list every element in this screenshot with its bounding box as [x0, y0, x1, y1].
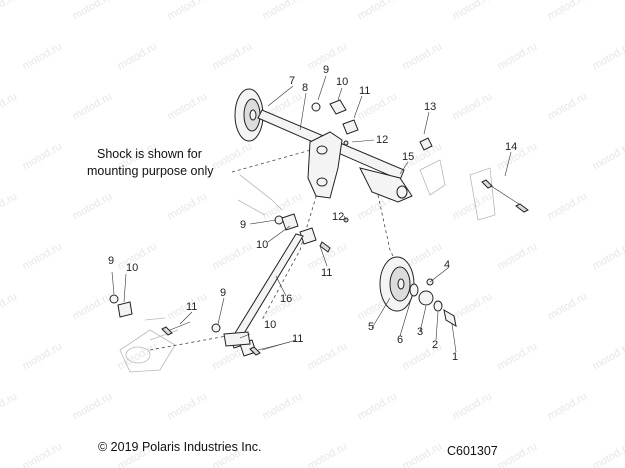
watermark-text: motod.ru	[306, 340, 350, 372]
watermark-text: motod.ru	[451, 290, 495, 322]
watermark-text: motod.ru	[496, 240, 540, 272]
watermark-text: motod.ru	[71, 0, 115, 23]
watermark-text: motod.ru	[71, 290, 115, 322]
callout-11b: 11	[321, 267, 332, 279]
watermark-text: motod.ru	[166, 190, 210, 222]
watermark-text: motod.ru	[71, 190, 115, 222]
bolts	[161, 137, 529, 356]
callout-10d: 10	[264, 319, 276, 331]
watermark-text: motod.ru	[21, 440, 65, 468]
watermark-text: motod.ru	[71, 90, 115, 122]
watermark-text: motod.ru	[211, 40, 255, 72]
callout-9c: 9	[108, 255, 114, 267]
watermark-text: motod.ru	[211, 140, 255, 172]
watermark-text: motod.ru	[451, 0, 495, 23]
callout-9: 9	[323, 64, 329, 76]
copyright-text: © 2019 Polaris Industries Inc.	[98, 440, 261, 454]
callout-3: 3	[417, 326, 423, 338]
watermark-text: motod.ru	[546, 90, 590, 122]
watermark-text: motod.ru	[356, 0, 400, 23]
callout-11: 11	[359, 85, 370, 97]
wheel-hardware	[409, 278, 457, 328]
link-arm-16	[223, 233, 304, 347]
carrier-bracket-15	[307, 131, 413, 203]
watermark-text: motod.ru	[211, 240, 255, 272]
shock-note: Shock is shown for mounting purpose only	[87, 147, 214, 178]
callout-14: 14	[505, 141, 517, 153]
callout-6: 6	[397, 334, 403, 346]
watermark-text: motod.ru	[21, 340, 65, 372]
watermark-text: motod.ru	[546, 390, 590, 422]
callout-4: 4	[444, 259, 450, 271]
callout-1: 1	[452, 351, 458, 363]
callout-2: 2	[432, 339, 438, 351]
watermark-text: motod.ru	[261, 0, 305, 23]
watermark-text: motod.ru	[21, 240, 65, 272]
callout-11c: 11	[186, 301, 197, 313]
callout-9b: 9	[240, 219, 246, 231]
watermark-text: motod.ru	[356, 390, 400, 422]
callout-10b: 10	[256, 239, 268, 251]
watermark-text: motod.ru	[0, 390, 19, 422]
watermark-text: motod.ru	[0, 290, 19, 322]
watermark-text: motod.ru	[496, 140, 540, 172]
callout-13: 13	[424, 101, 436, 113]
watermark-text: motod.ru	[21, 40, 65, 72]
watermark-text: motod.ru	[0, 190, 19, 222]
callout-8: 8	[302, 82, 308, 94]
watermark-text: motod.ru	[166, 0, 210, 23]
callout-10: 10	[336, 76, 348, 88]
watermark-text: motod.ru	[451, 190, 495, 222]
watermark-text: motod.ru	[451, 90, 495, 122]
watermark-text: motod.ru	[546, 290, 590, 322]
watermark-text: motod.ru	[0, 90, 19, 122]
callout-11d: 11	[292, 333, 303, 345]
watermark-text: motod.ru	[401, 40, 445, 72]
leader-lines	[111, 75, 512, 353]
watermark-text: motod.ru	[166, 390, 210, 422]
callout-7: 7	[289, 75, 295, 87]
callout-16: 16	[280, 293, 292, 305]
note-line-2: mounting purpose only	[87, 164, 214, 178]
watermark-text: motod.ru	[0, 0, 19, 23]
watermark-text: motod.ru	[451, 390, 495, 422]
watermark-text: motod.ru	[496, 340, 540, 372]
watermark-text: motod.ru	[591, 440, 625, 468]
callout-9d: 9	[220, 287, 226, 299]
callout-labels: 7 8 9 10 11 12 13 14 15 12 9 10 11 16 9 …	[108, 64, 517, 363]
watermark-text: motod.ru	[496, 440, 540, 468]
watermark-text: motod.ru	[261, 390, 305, 422]
callout-12: 12	[376, 134, 388, 146]
watermark-text: motod.ru	[546, 190, 590, 222]
watermark-text: motod.ru	[591, 140, 625, 172]
watermark-text: motod.ru	[166, 90, 210, 122]
note-line-1: Shock is shown for	[97, 147, 202, 161]
figure-id: C601307	[447, 444, 498, 458]
callout-10c: 10	[126, 262, 138, 274]
watermark-text: motod.ru	[546, 0, 590, 23]
watermark-text: motod.ru	[591, 40, 625, 72]
callout-12b: 12	[332, 211, 344, 223]
watermark-text: motod.ru	[496, 40, 540, 72]
watermark-text: motod.ru	[116, 40, 160, 72]
watermark-text: motod.ru	[591, 340, 625, 372]
idler-wheel-5	[379, 256, 415, 312]
watermark-text: motod.ru	[591, 240, 625, 272]
shock-ghost	[119, 159, 496, 373]
watermark-text: motod.ru	[306, 440, 350, 468]
watermark-text: motod.ru	[21, 140, 65, 172]
watermark-text: motod.ru	[116, 340, 160, 372]
callout-5: 5	[368, 321, 374, 333]
watermark-text: motod.ru	[401, 440, 445, 468]
watermark-text: motod.ru	[71, 390, 115, 422]
callout-15: 15	[402, 151, 414, 163]
idler-wheel-7	[234, 88, 264, 142]
